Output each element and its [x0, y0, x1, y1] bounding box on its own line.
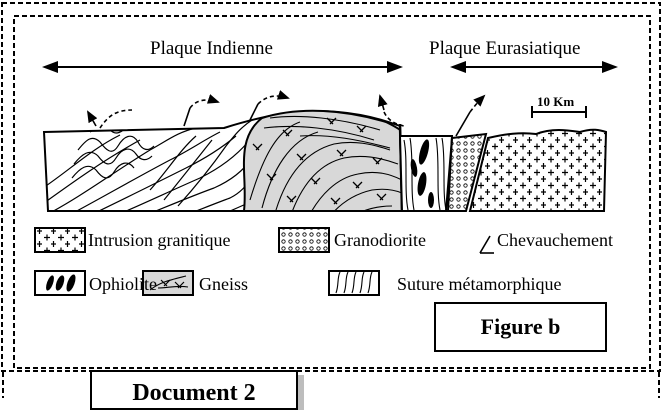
legend-swatch-granite	[35, 228, 85, 252]
legend-label-granite: Intrusion granitique	[88, 230, 230, 251]
legend-label-gneiss: Gneiss	[199, 274, 248, 295]
legend-label-ophiolite: Ophiolite	[89, 274, 157, 295]
eurasian-granite-intrusion	[470, 130, 606, 211]
legend-thrust-symbol	[480, 236, 490, 253]
eurasian-plate-label: Plaque Eurasiatique	[429, 38, 580, 60]
figure-label: Figure b	[434, 302, 607, 352]
document-label: Document 2	[90, 370, 298, 410]
indian-plate-arrow	[42, 61, 403, 73]
eurasian-plate-arrow	[450, 61, 618, 73]
legend-swatch-granodiorite	[279, 228, 329, 252]
indian-sedimentary-series	[40, 111, 404, 228]
legend-label-suture: Suture métamorphique	[397, 274, 561, 295]
legend-label-thrust: Chevauchement	[497, 230, 613, 251]
indian-plate-label: Plaque Indienne	[150, 38, 273, 60]
legend-label-granodiorite: Granodiorite	[334, 230, 426, 251]
scale-bar-label: 10 Km	[537, 94, 574, 110]
